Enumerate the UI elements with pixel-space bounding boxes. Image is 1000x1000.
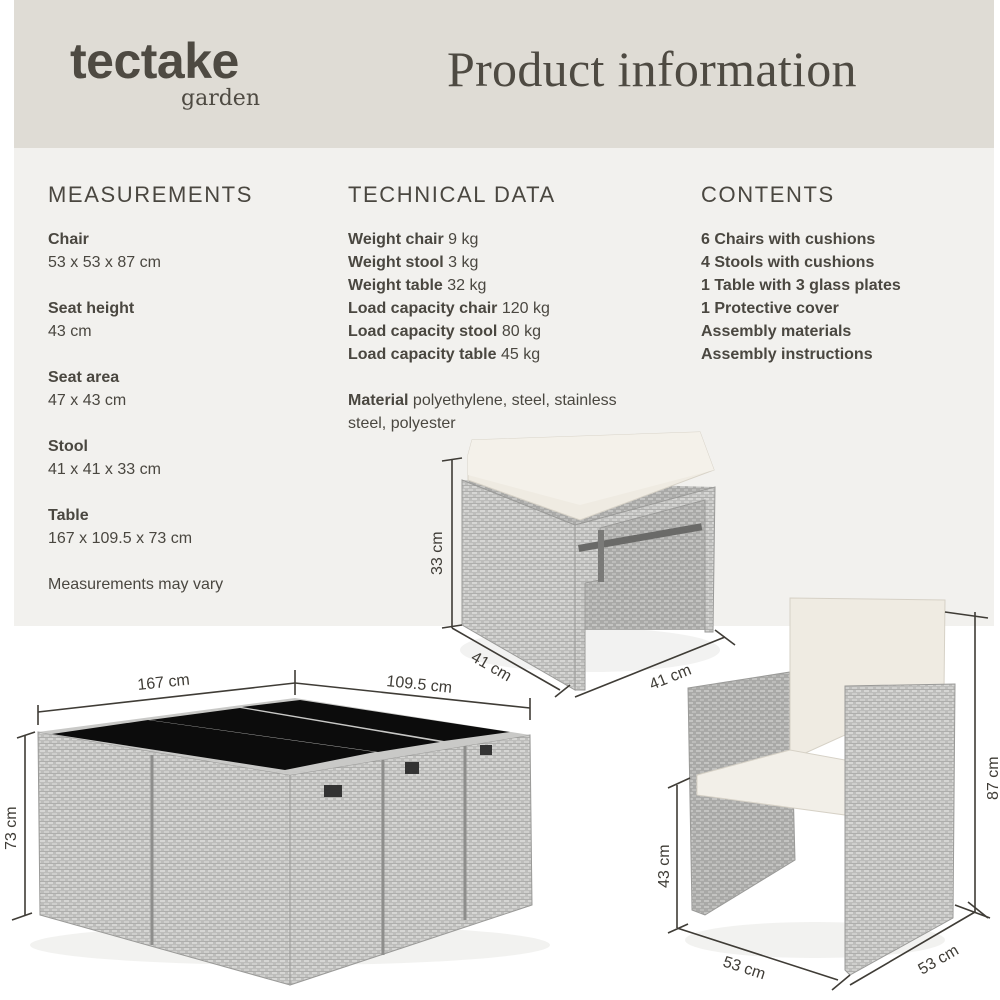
table-length-label: 167 cm: [137, 672, 191, 694]
contents-section: CONTENTS 6 Chairs with cushions 4 Stools…: [701, 182, 901, 366]
table-image: [30, 698, 550, 986]
chair-height-label: 87 cm: [985, 756, 1000, 800]
measurement-item: Seat height 43 cm: [48, 300, 135, 340]
tech-row: Weight chair 9 kg: [348, 231, 479, 248]
tech-row: Weight table 32 kg: [348, 277, 487, 294]
contents-item: 4 Stools with cushions: [701, 254, 875, 271]
measurement-item: Table 167 x 109.5 x 73 cm: [48, 507, 193, 547]
measurement-item: Stool 41 x 41 x 33 cm: [48, 438, 161, 478]
technical-section: TECHNICAL DATA Weight chair 9 kg Weight …: [348, 182, 617, 435]
measurement-item: Seat area 47 x 43 cm: [48, 369, 127, 409]
brand-logo: tectake: [70, 33, 239, 89]
header-banner: [14, 0, 994, 148]
material-row: Material polyethylene, steel, stainless: [348, 392, 617, 409]
measurements-heading: MEASUREMENTS: [48, 182, 253, 207]
tech-row: Load capacity stool 80 kg: [348, 323, 541, 340]
contents-heading: CONTENTS: [701, 182, 835, 207]
table-width-label: 109.5 cm: [386, 673, 453, 697]
contents-item: Assembly materials: [701, 323, 852, 340]
table-height-label: 73 cm: [3, 806, 20, 850]
stool-height-label: 33 cm: [429, 531, 446, 575]
measurement-item: Chair 53 x 53 x 87 cm: [48, 231, 161, 271]
page-title: Product information: [447, 41, 857, 97]
material-row-cont: steel, polyester: [348, 415, 456, 432]
tech-row: Load capacity table 45 kg: [348, 346, 541, 363]
chair-width-label: 53 cm: [721, 954, 768, 984]
dimension-lines: [11, 457, 991, 991]
tech-row: Weight stool 3 kg: [348, 254, 479, 271]
contents-item: 6 Chairs with cushions: [701, 231, 876, 248]
chair-seat-height-label: 43 cm: [656, 844, 673, 888]
brand-sub: garden: [181, 86, 260, 111]
chair-image: [685, 597, 956, 976]
contents-item: 1 Protective cover: [701, 300, 839, 317]
stool-image: [460, 431, 720, 691]
measurements-section: MEASUREMENTS Chair 53 x 53 x 87 cm Seat …: [48, 182, 253, 596]
contents-item: Assembly instructions: [701, 346, 873, 363]
contents-item: 1 Table with 3 glass plates: [701, 277, 901, 294]
measurements-note: Measurements may vary: [48, 576, 224, 593]
technical-heading: TECHNICAL DATA: [348, 182, 556, 207]
tech-row: Load capacity chair 120 kg: [348, 300, 550, 317]
